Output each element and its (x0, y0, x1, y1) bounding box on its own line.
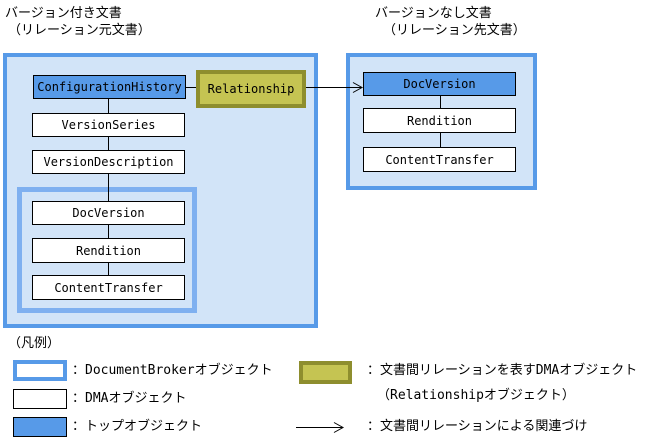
box-doc-version-right: DocVersion (363, 72, 516, 96)
legend-item-arrow-label: ：文書間リレーションによる関連づけ (367, 419, 588, 434)
relationship-object-swatch (299, 361, 352, 384)
box-content-transfer-left: ContentTransfer (32, 275, 185, 300)
legend-arrow-head (333, 422, 345, 433)
dma-object-swatch (13, 389, 67, 409)
box-relationship: Relationship (196, 70, 306, 108)
legend-item-documentbroker-label: ：DocumentBrokerオブジェクト (72, 363, 273, 378)
legend-title: （凡例） (8, 336, 61, 351)
box-doc-version-left: DocVersion (32, 201, 185, 225)
legend-item-relationship-label-line1: ：文書間リレーションを表すDMAオブジェクト (367, 363, 638, 378)
legend-item-dma-label: ：DMAオブジェクト (72, 391, 187, 406)
box-configuration-history: ConfigurationHistory (33, 75, 186, 99)
left-document-title-line2: （リレーション元文書） (8, 23, 151, 38)
box-rendition-left: Rendition (32, 238, 185, 263)
box-content-transfer-right: ContentTransfer (363, 147, 516, 172)
top-object-swatch (13, 417, 67, 437)
documentbroker-object-swatch (13, 360, 67, 381)
box-version-series: VersionSeries (32, 113, 185, 137)
box-rendition-right: Rendition (363, 108, 516, 133)
legend-item-relationship-label-line2: （Relationshipオブジェクト） (377, 388, 575, 403)
legend-item-top-object-label: ：トップオブジェクト (72, 419, 203, 434)
right-document-title-line1: バージョンなし文書 (375, 6, 492, 21)
left-document-title-line1: バージョン付き文書 (5, 6, 122, 21)
box-version-description: VersionDescription (32, 150, 185, 174)
right-document-title-line2: （リレーション先文書） (383, 23, 526, 38)
